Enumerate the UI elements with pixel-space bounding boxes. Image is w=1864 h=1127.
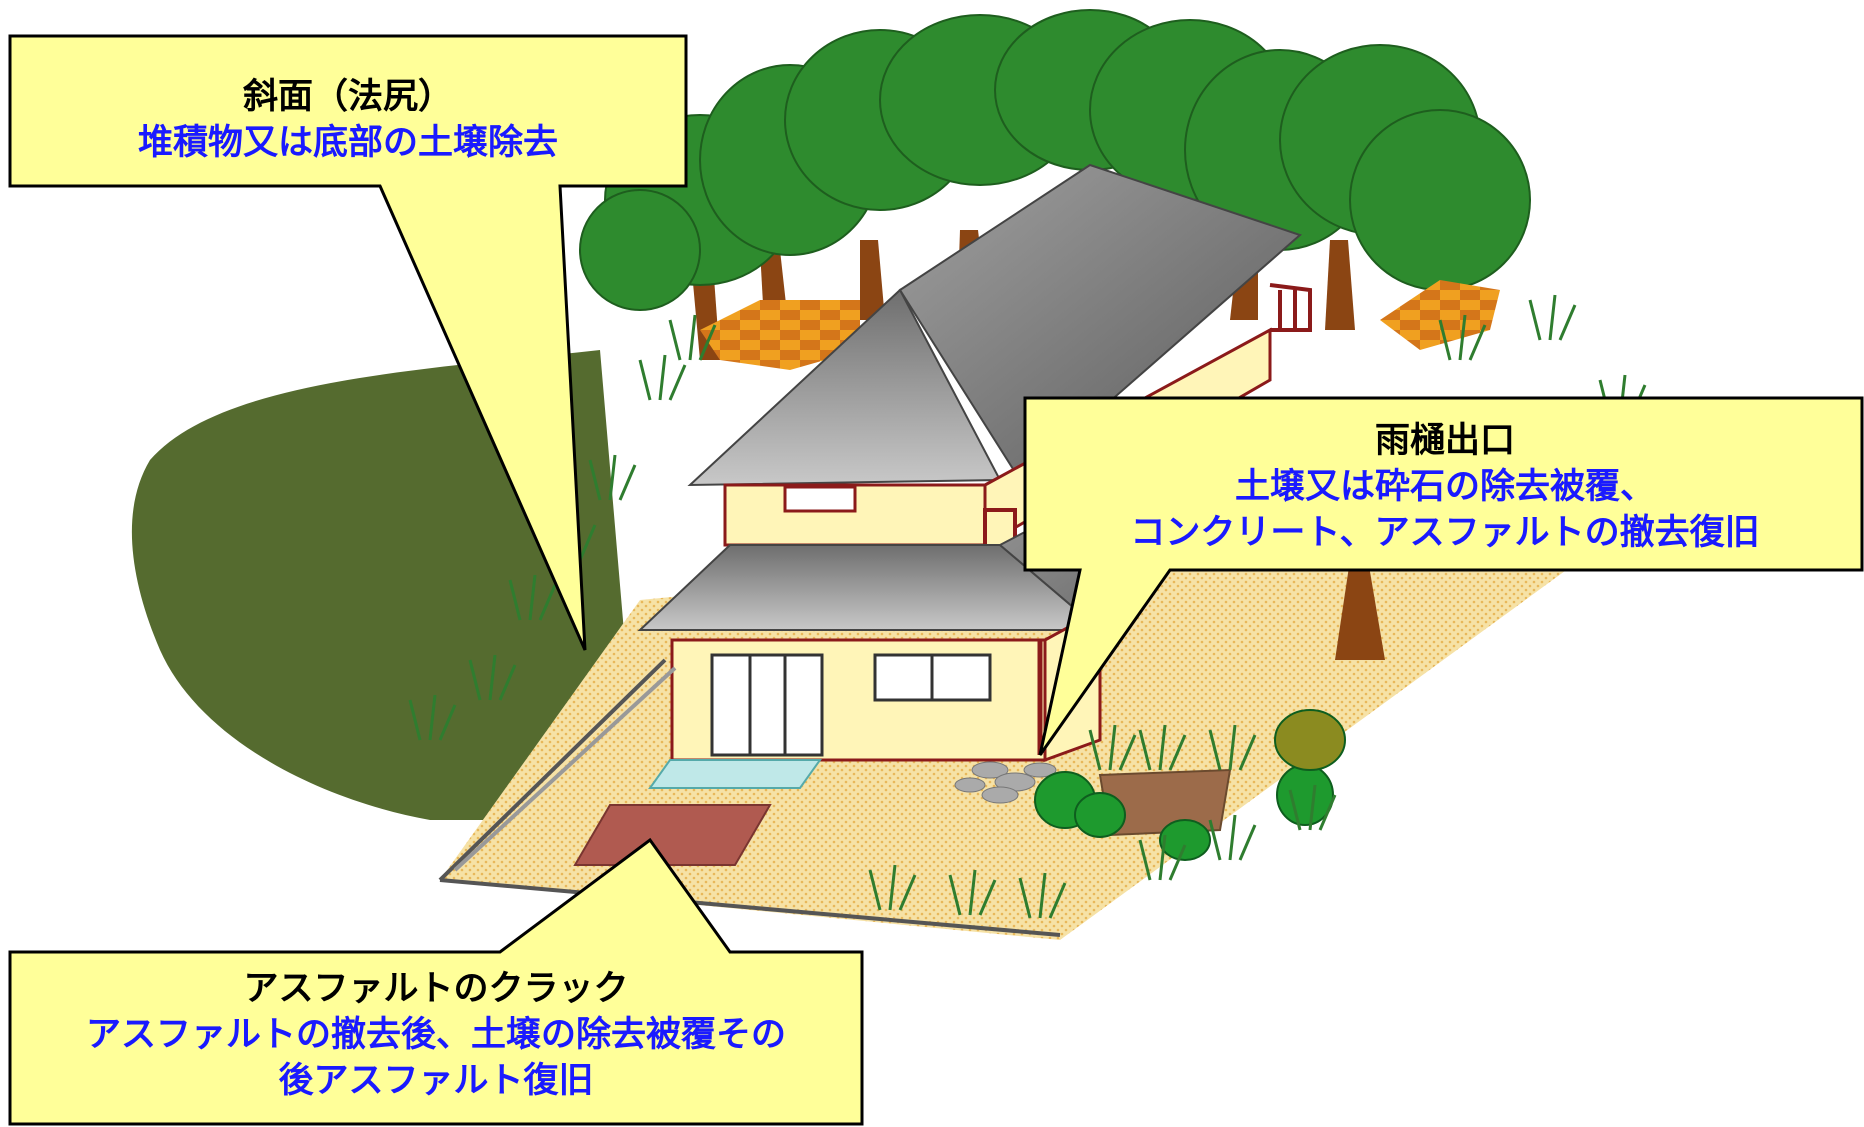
fallen-leaves-right bbox=[1380, 280, 1500, 350]
callout-asphalt-title: アスファルトのクラック bbox=[243, 969, 629, 1009]
house-upper-window bbox=[783, 485, 857, 513]
asphalt-patch bbox=[573, 804, 772, 866]
shrubs bbox=[1034, 709, 1346, 861]
house-upper-roof-long bbox=[898, 163, 1302, 482]
house-upper-roof-front bbox=[687, 288, 1002, 487]
doorstep bbox=[648, 759, 822, 789]
callout-slope-title: 斜面（法尻） bbox=[242, 77, 453, 117]
callout-gutter-box bbox=[1023, 396, 1864, 756]
curb bbox=[438, 658, 1061, 937]
callout-asphalt-box bbox=[8, 837, 864, 1126]
gravel bbox=[954, 761, 1057, 804]
callout-gutter-detail-line1: 土壌又は砕石の除去被覆、 bbox=[1234, 467, 1655, 508]
callout-gutter: 雨樋出口 土壌又は砕石の除去被覆、 コンクリート、アスファルトの撤去復旧 bbox=[1030, 418, 1860, 557]
callout-asphalt-detail-line1: アスファルトの撤去後、土壌の除去被覆その bbox=[85, 1015, 786, 1056]
tree-group bbox=[579, 9, 1531, 660]
house-glass-door bbox=[710, 653, 824, 757]
callout-asphalt-detail-line2: 後アスファルト復旧 bbox=[278, 1061, 594, 1102]
fallen-leaves bbox=[700, 300, 860, 370]
callout-gutter-title: 雨樋出口 bbox=[1374, 421, 1515, 461]
callout-gutter-detail-line2: コンクリート、アスファルトの撤去復旧 bbox=[1130, 513, 1760, 554]
callout-asphalt: アスファルトのクラック アスファルトの撤去後、土壌の除去被覆その 後アスファルト… bbox=[12, 966, 860, 1105]
callout-slope: 斜面（法尻） 堆積物又は底部の土壌除去 bbox=[12, 74, 684, 166]
callout-slope-box bbox=[8, 34, 688, 651]
callout-slope-detail: 堆積物又は底部の土壌除去 bbox=[137, 123, 558, 164]
